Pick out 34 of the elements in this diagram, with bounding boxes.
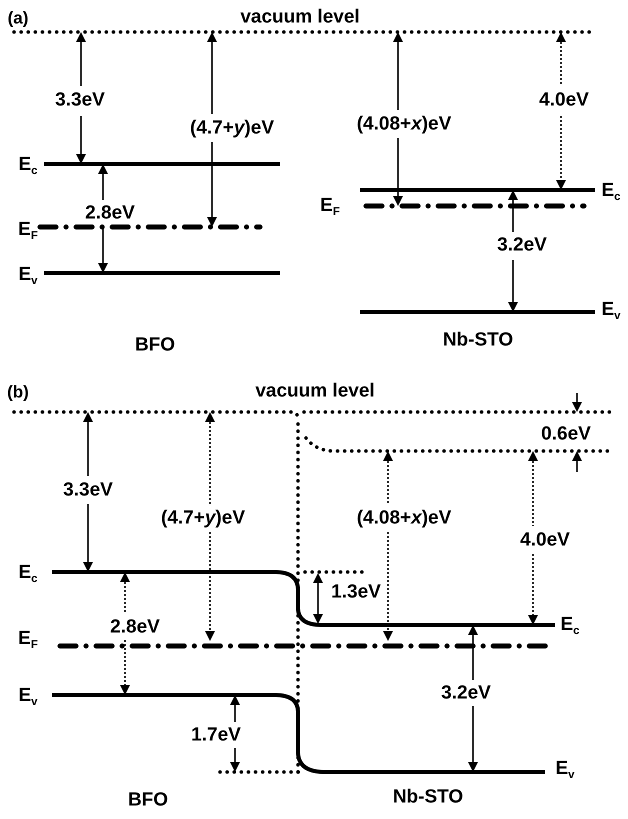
energy-label: 2.8eV [110,618,160,636]
energy-label: (4.7+y)eV [161,508,245,528]
energy-label: BFO [134,336,176,354]
energy-label: 0.6eV [541,424,591,444]
energy-label: (4.08+x)eV [356,508,452,528]
energy-label: (4.08+x)eV [356,114,452,134]
energy-label: E$_{v}$ [18,264,38,288]
energy-label: E$_{c}$ [601,180,621,204]
energy-label: vacuum level [240,8,360,26]
energy-label: E$_{v}$ [555,758,575,782]
energy-label: 3.3eV [63,480,113,500]
energy-label: E$_{F}$ [320,196,340,218]
energy-label: E$_{c}$ [18,562,38,586]
energy-label: 4.0eV [520,530,570,550]
energy-label: 3.2eV [497,236,547,254]
energy-label: Nb-STO [392,788,464,806]
energy-label: (4.7+y)eV [190,118,274,138]
energy-label: E$_{v}$ [601,300,621,322]
energy-label: E$_{v}$ [18,686,38,708]
panel-label: (b) [7,384,29,400]
energy-label: vacuum level [255,382,375,400]
energy-label: 3.2eV [441,684,491,702]
energy-label: 3.3eV [55,90,105,110]
energy-label: 1.7eV [191,726,241,744]
energy-label: E$_{c}$ [18,154,38,178]
energy-label: E$_{F}$ [18,220,38,242]
energy-label: 4.0eV [539,90,589,110]
panel-label: (a) [8,10,28,26]
energy-label: E$_{F}$ [18,628,38,652]
energy-label: Nb-STO [442,330,514,350]
energy-label: 1.3eV [331,582,381,602]
energy-label: 2.8eV [85,204,135,222]
energy-label: BFO [128,790,168,810]
energy-label: E$_{c}$ [560,614,580,638]
